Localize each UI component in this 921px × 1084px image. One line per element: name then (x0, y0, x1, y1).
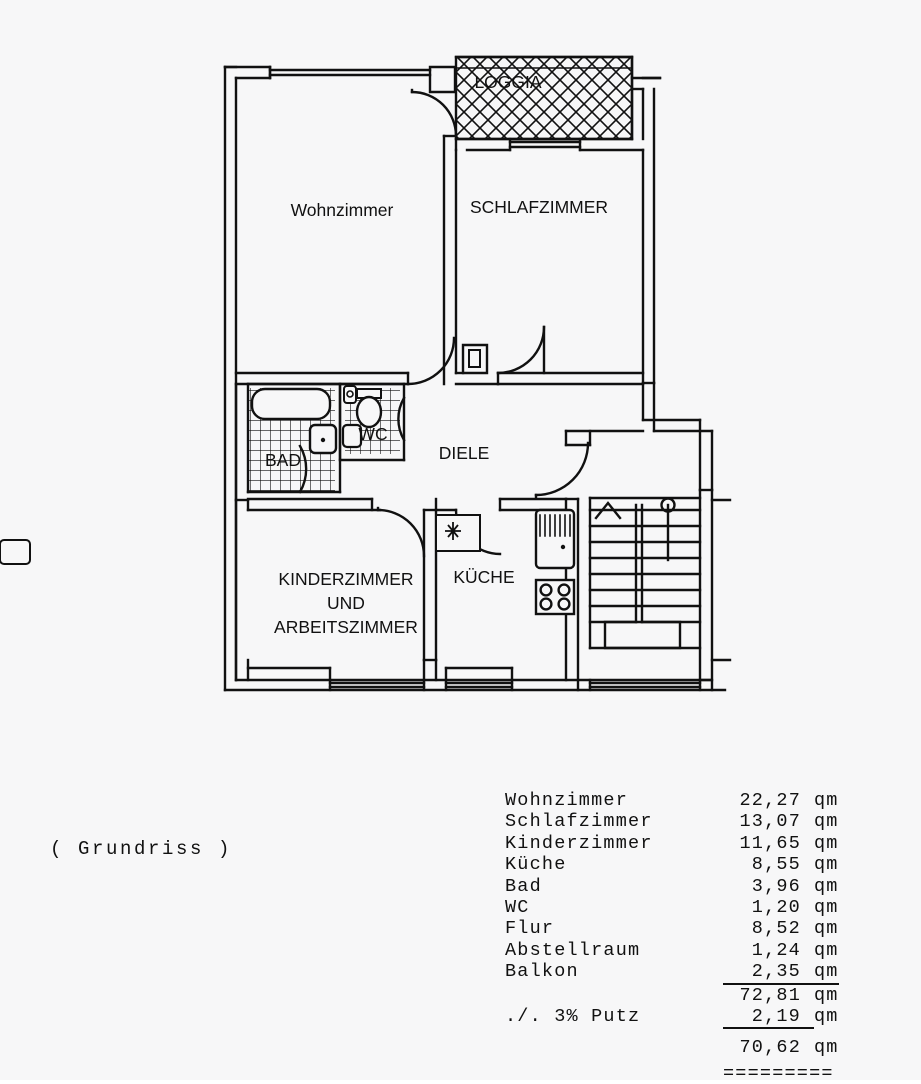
wall-outer-bottom (223, 678, 727, 692)
wall-kinderzimmer-bottom-inner (246, 658, 332, 682)
area-row-subtotal: 72,81 qm (505, 982, 845, 1006)
room-label-wc: WC (358, 424, 387, 444)
window-kinderzimmer-bottom (328, 678, 426, 692)
area-value: 13,07 (739, 811, 801, 833)
area-value: 3,96 (751, 875, 801, 897)
room-label-kinderzimmer-3: ARBEITSZIMMER (274, 617, 418, 637)
area-unit: qm (814, 875, 839, 897)
area-deduction-label: ./. 3% Putz (505, 1006, 641, 1028)
area-unit: qm (814, 811, 839, 833)
area-label: Flur (505, 918, 555, 940)
area-label: WC (505, 897, 530, 919)
area-row-deduction: ./. 3% Putz 2,19 qm (505, 1006, 845, 1027)
area-unit: qm (814, 1037, 839, 1059)
area-value: 1,20 (751, 897, 801, 919)
area-row: Kinderzimmer 11,65 qm (505, 833, 845, 854)
area-unit: qm (814, 854, 839, 876)
window-wohnzimmer-top (268, 65, 432, 80)
door-wc (397, 396, 406, 442)
door-loggia-wohnzimmer (410, 88, 458, 138)
loggia-slab (454, 55, 634, 141)
door-diele-entry (534, 441, 590, 500)
area-label: Wohnzimmer (505, 790, 629, 811)
area-total-value: 70,62 (739, 1037, 801, 1059)
door-schlafzimmer-diele (496, 325, 546, 375)
area-value: 22,27 (739, 790, 801, 811)
area-row: WC 1,20 qm (505, 897, 845, 918)
area-subtotal-value: 72,81 (723, 982, 801, 1006)
room-label-kinderzimmer-2: UND (327, 593, 365, 613)
area-rule-final (505, 1027, 845, 1037)
floorplan-drawing: Wohnzimmer SCHLAFZIMMER LOGGIA BAD WC DI… (0, 55, 732, 692)
area-value: 8,52 (751, 918, 801, 940)
wall-interior-center-upper (442, 134, 458, 386)
area-value: 8,55 (751, 854, 801, 876)
wall-entry-right (641, 381, 714, 492)
area-value: 1,24 (751, 939, 801, 961)
wall-schlafzimmer-bottom (454, 343, 645, 386)
wc-toilet (355, 395, 383, 429)
area-row-total: 70,62 qm (505, 1037, 845, 1058)
room-label-wohnzimmer: Wohnzimmer (291, 200, 394, 220)
area-unit: qm (814, 1006, 839, 1028)
area-value: 11,65 (739, 832, 801, 854)
kitchen-vent-box (435, 514, 481, 552)
area-row: Bad 3,96 qm (505, 876, 845, 897)
wall-kueche-bottom-inner (444, 666, 514, 682)
area-row: Flur 8,52 qm (505, 918, 845, 939)
room-bad (234, 382, 342, 502)
door-wohnzimmer-diele (406, 336, 456, 386)
area-row: Schlafzimmer 13,07 qm (505, 811, 845, 832)
wall-outer-right-upper (641, 76, 662, 385)
area-unit: qm (814, 961, 839, 983)
wc-sink (341, 423, 363, 449)
room-label-bad: BAD (265, 450, 301, 470)
wall-diele-bottom-left (234, 497, 382, 682)
bathtub (250, 387, 332, 421)
area-row: Abstellraum 1,24 qm (505, 940, 845, 961)
area-unit: qm (814, 939, 839, 961)
wall-diele-right (564, 429, 645, 447)
room-label-diele: DIELE (439, 443, 490, 463)
area-label: Bad (505, 875, 542, 897)
room-label-loggia: LOGGIA (474, 72, 541, 92)
wall-outer-right-lower (698, 488, 732, 692)
area-value: 2,35 (751, 961, 801, 983)
area-unit: qm (801, 982, 839, 1006)
area-unit: qm (814, 832, 839, 854)
room-label-schlafzimmer: SCHLAFZIMMER (470, 197, 608, 217)
area-label: Küche (505, 854, 567, 876)
area-unit: qm (814, 897, 839, 919)
stair-up-arrow (594, 501, 622, 520)
door-kinderzimmer (376, 506, 426, 558)
area-row-balkon: Balkon 2,35 qm (505, 961, 845, 982)
room-label-kueche: KÜCHE (453, 567, 514, 587)
kitchen-stove (534, 578, 576, 616)
area-label: Balkon (505, 961, 579, 983)
grundriss-caption: ( Grundriss ) (50, 838, 233, 860)
wall-kueche-top (434, 497, 568, 512)
staircase (588, 496, 702, 650)
door-bad (298, 444, 308, 494)
area-unit: qm (814, 918, 839, 940)
window-stair-bottom (588, 678, 702, 692)
area-label: Kinderzimmer (505, 832, 653, 854)
area-unit: qm (814, 790, 839, 811)
area-table: Wohnzimmer 22,27 qm Schlafzimmer 13,07 q… (505, 790, 845, 1084)
kitchen-sink (0, 508, 576, 570)
window-schlafzimmer-top (508, 137, 645, 152)
window-kueche-bottom (444, 678, 514, 692)
kitchen-vent-asterisk-icon (445, 522, 461, 540)
room-label-kinderzimmer-1: KINDERZIMMER (278, 569, 413, 589)
area-row: Küche 8,55 qm (505, 854, 845, 875)
area-label: Abstellraum (505, 939, 641, 961)
area-row: Wohnzimmer 22,27 qm (505, 790, 845, 811)
area-label: Schlafzimmer (505, 811, 653, 833)
room-wc (338, 382, 406, 462)
area-deduction-value: 2,19 (751, 1006, 801, 1028)
area-double-rule: ========= (723, 1062, 834, 1084)
